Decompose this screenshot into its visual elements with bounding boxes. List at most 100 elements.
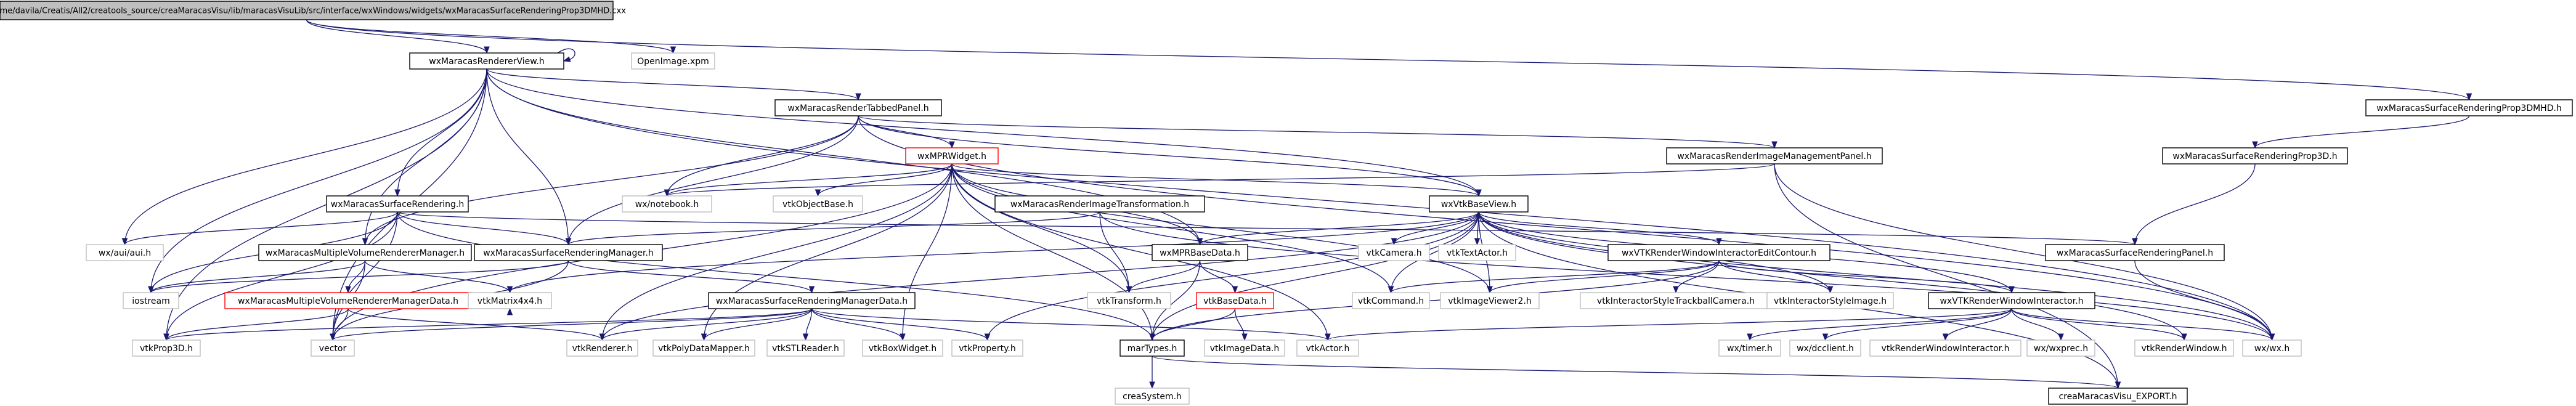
include-node[interactable]: vtkCommand.h bbox=[1352, 292, 1430, 309]
node-box bbox=[631, 52, 715, 70]
edge-root-to-openimage bbox=[306, 19, 677, 54]
include-node[interactable]: wxVtkBaseView.h bbox=[1429, 195, 1529, 213]
node-box bbox=[1718, 339, 1781, 357]
include-node[interactable]: wxMPRBaseData.h bbox=[1152, 244, 1248, 261]
arrowhead bbox=[701, 333, 707, 341]
node-box bbox=[224, 292, 472, 309]
include-node[interactable]: vtkTextActor.h bbox=[1438, 244, 1516, 261]
include-node[interactable]: wxMaracasSurfaceRenderingPanel.h bbox=[2045, 244, 2225, 261]
include-node[interactable]: wx/aui/aui.h bbox=[86, 244, 164, 261]
include-node[interactable]: vtkInteractorStyleTrackballCamera.h bbox=[1580, 292, 1772, 309]
arrowhead bbox=[2132, 238, 2138, 246]
edge-surfrend-to-vector bbox=[330, 211, 398, 341]
arrowhead bbox=[599, 333, 606, 341]
arrowhead bbox=[2269, 333, 2275, 341]
node-box bbox=[766, 339, 845, 357]
arrowhead bbox=[900, 333, 906, 341]
node-box bbox=[311, 339, 355, 357]
include-node[interactable]: wxMaracasSurfaceRendering.h bbox=[326, 195, 469, 213]
include-node[interactable]: vtkMatrix4x4.h bbox=[468, 292, 552, 309]
include-node[interactable]: vtkBaseData.h bbox=[1196, 292, 1274, 309]
include-node[interactable]: vtkInteractorStyleImage.h bbox=[1766, 292, 1894, 309]
arrowhead bbox=[949, 141, 955, 149]
arrowhead bbox=[330, 333, 336, 341]
include-node[interactable]: vtkRenderWindowInteractor.h bbox=[1869, 339, 2021, 357]
arrowhead bbox=[1476, 189, 1482, 197]
arrowhead bbox=[163, 333, 169, 341]
arrowhead bbox=[1673, 286, 1679, 294]
include-node[interactable]: wxMaracasRendererView.h bbox=[409, 52, 564, 70]
include-node[interactable]: vtkActor.h bbox=[1296, 339, 1359, 357]
include-node[interactable]: wx/dcclient.h bbox=[1789, 339, 1861, 357]
edge-surfrend-to-auiaui bbox=[121, 211, 398, 246]
node-label: wxMaracasSurfaceRendering.h bbox=[331, 200, 464, 209]
node-label: vtkCommand.h bbox=[1358, 296, 1424, 306]
node-box bbox=[474, 244, 663, 261]
include-node[interactable]: wxMaracasSurfaceRenderingProp3DMHD.h bbox=[2365, 99, 2573, 116]
edge-editcontour-to-vtkimageviewer2 bbox=[1487, 260, 1720, 294]
include-node[interactable]: vtkCamera.h bbox=[1358, 244, 1430, 261]
edge-vtkbaseview-to-editcontour bbox=[1478, 211, 1722, 246]
include-node[interactable]: wxMaracasSurfaceRenderingProp3D.h bbox=[2162, 147, 2348, 164]
include-node[interactable]: vtkProp3D.h bbox=[132, 339, 201, 357]
node-label: vtkCamera.h bbox=[1366, 248, 1421, 258]
include-node[interactable]: creaSystem.h bbox=[1115, 388, 1190, 405]
node-box bbox=[708, 292, 916, 309]
include-node[interactable]: wxMaracasSurfaceRenderingManagerData.h bbox=[708, 292, 916, 309]
include-node[interactable]: wxVTKRenderWindowInteractor.h bbox=[1928, 292, 2095, 309]
node-label: vtkBaseData.h bbox=[1203, 296, 1267, 306]
include-node[interactable]: wxMaracasRenderTabbedPanel.h bbox=[774, 99, 942, 116]
edge-mprbase-to-vtkbasedata bbox=[1199, 260, 1238, 294]
node-label: wxMaracasRendererView.h bbox=[429, 57, 544, 67]
node-box bbox=[258, 244, 472, 261]
node-label: vtkImageViewer2.h bbox=[1448, 296, 1532, 306]
include-node[interactable]: wxMaracasMultipleVolumeRendererManagerDa… bbox=[224, 292, 472, 309]
arrowhead bbox=[1197, 238, 1203, 246]
node-box bbox=[1115, 388, 1190, 405]
include-node[interactable]: vtkSTLReader.h bbox=[766, 339, 845, 357]
include-node[interactable]: wxMaracasRenderImageManagementPanel.h bbox=[1666, 147, 1883, 164]
include-node[interactable]: wxMaracasSurfaceRenderingManager.h bbox=[474, 244, 663, 261]
include-node[interactable]: vtkImageData.h bbox=[1204, 339, 1285, 357]
include-node[interactable]: OpenImage.xpm bbox=[631, 52, 715, 70]
arrowhead bbox=[2115, 381, 2121, 389]
include-node[interactable]: vtkRenderWindow.h bbox=[2134, 339, 2234, 357]
arrowhead bbox=[1474, 238, 1481, 246]
node-label: vtkSTLReader.h bbox=[772, 344, 839, 354]
include-node[interactable]: vtkPolyDataMapper.h bbox=[652, 339, 755, 357]
include-node[interactable]: vtkBoxWidget.h bbox=[862, 339, 943, 357]
arrowhead bbox=[984, 333, 991, 341]
arrowhead bbox=[1388, 286, 1394, 294]
include-node[interactable]: vector bbox=[311, 339, 355, 357]
include-node[interactable]: wx/notebook.h bbox=[622, 195, 712, 213]
arrowhead bbox=[394, 189, 400, 197]
include-node[interactable]: wxMaracasRenderImageTransformation.h bbox=[994, 195, 1205, 213]
include-node[interactable]: vtkTransform.h bbox=[1087, 292, 1171, 309]
include-node[interactable]: wx/wx.h bbox=[2242, 339, 2302, 357]
edge-rendererview-to-tabbed bbox=[486, 68, 861, 101]
include-node[interactable]: wxVTKRenderWindowInteractorEditContour.h bbox=[1607, 244, 1830, 261]
include-node[interactable]: wx/timer.h bbox=[1718, 339, 1781, 357]
node-box bbox=[1087, 292, 1171, 309]
include-node[interactable]: wxMPRWidget.h bbox=[905, 147, 999, 164]
edge-vtkbasedata-to-martypes bbox=[1149, 308, 1236, 341]
edge-editcontour-to-stylemage bbox=[1718, 260, 1834, 294]
edge-rwi-to-vtkrwi bbox=[1942, 308, 2012, 341]
include-node[interactable]: vtkObjectBase.h bbox=[773, 195, 863, 213]
include-node[interactable]: creaMaracasVisu_EXPORT.h bbox=[2048, 388, 2188, 405]
node-box bbox=[2048, 388, 2188, 405]
include-node[interactable]: vtkProperty.h bbox=[951, 339, 1023, 357]
include-node[interactable]: vtkImageViewer2.h bbox=[1440, 292, 1540, 309]
node-box bbox=[1580, 292, 1772, 309]
edge-rendererview-to-auiaui bbox=[121, 68, 487, 246]
include-node[interactable]: iostream bbox=[123, 292, 179, 309]
include-node[interactable]: wxMaracasMultipleVolumeRendererManager.h bbox=[258, 244, 472, 261]
node-box bbox=[2026, 339, 2095, 357]
edge-vtkbaseview-to-wxwx bbox=[1478, 211, 2275, 341]
include-node[interactable]: wx/wxprec.h bbox=[2026, 339, 2095, 357]
include-node[interactable]: marTypes.h bbox=[1119, 339, 1185, 357]
include-node[interactable]: vtkRenderer.h bbox=[566, 339, 638, 357]
edge-vtkbaseview-to-vtkrenderer bbox=[599, 211, 1479, 341]
edge-editcontour-to-vtkcommand bbox=[1388, 260, 1720, 294]
